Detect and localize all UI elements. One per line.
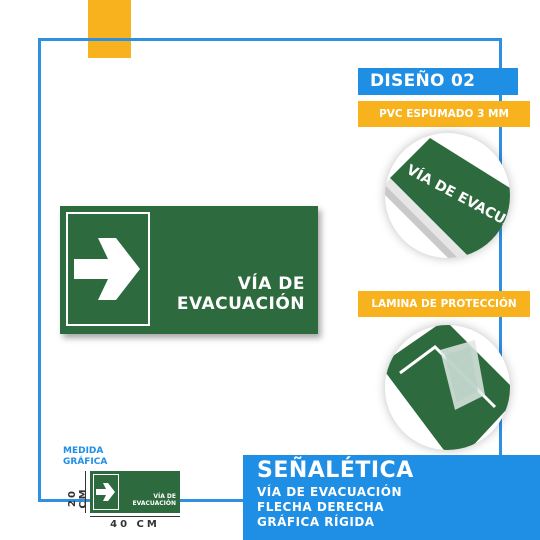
height-dimension: 20 CM	[67, 474, 89, 512]
arrow-box	[66, 212, 150, 326]
material-label: PVC ESPUMADO 3 MM	[358, 101, 530, 127]
width-dimension-line	[90, 516, 180, 517]
evacuation-sign: VÍA DE EVACUACIÓN	[60, 206, 318, 334]
sign-text: VÍA DE EVACUACIÓN	[160, 274, 305, 314]
design-label: DISEÑO 02	[358, 68, 518, 95]
lamination-label: LAMINA DE PROTECCIÓN	[358, 291, 530, 317]
edge-closeup-image: VÍA DE EVACUACIÓN	[385, 133, 510, 258]
panel-line-1: VÍA DE EVACUACIÓN	[257, 485, 402, 499]
corner-accent	[88, 0, 131, 58]
measure-caption-line-2: GRÁFICA	[63, 457, 108, 467]
height-label: 20 CM	[67, 487, 89, 509]
panel-line-3: GRÁFICA RÍGIDA	[257, 515, 375, 529]
arrow-right-icon	[74, 238, 140, 300]
small-sign-preview: VÍA DE EVACUACIÓN	[90, 471, 180, 513]
sign-line-1: VÍA DE	[237, 274, 305, 294]
arrow-right-icon	[96, 483, 115, 501]
width-label: 40 CM	[110, 519, 160, 530]
lamination-closeup-illustration	[385, 325, 510, 450]
sign-line-2: EVACUACIÓN	[176, 294, 305, 314]
edge-closeup-illustration: VÍA DE EVACUACIÓN	[385, 138, 510, 258]
measure-caption-line-1: MEDIDA	[63, 446, 104, 456]
small-sign-line-2: EVACUACIÓN	[132, 500, 176, 507]
small-sign-line-1: VÍA DE	[153, 493, 176, 500]
measure-caption: MEDIDA GRÁFICA	[63, 446, 107, 468]
panel-line-2: FLECHA DERECHA	[257, 500, 385, 514]
small-sign-text: VÍA DE EVACUACIÓN	[124, 493, 176, 507]
height-dimension-line	[85, 471, 86, 513]
product-info-panel: SEÑALÉTICA VÍA DE EVACUACIÓN FLECHA DERE…	[243, 455, 540, 540]
panel-title: SEÑALÉTICA	[257, 458, 414, 483]
small-arrow-box	[93, 474, 119, 510]
lamination-closeup-image	[385, 325, 510, 450]
